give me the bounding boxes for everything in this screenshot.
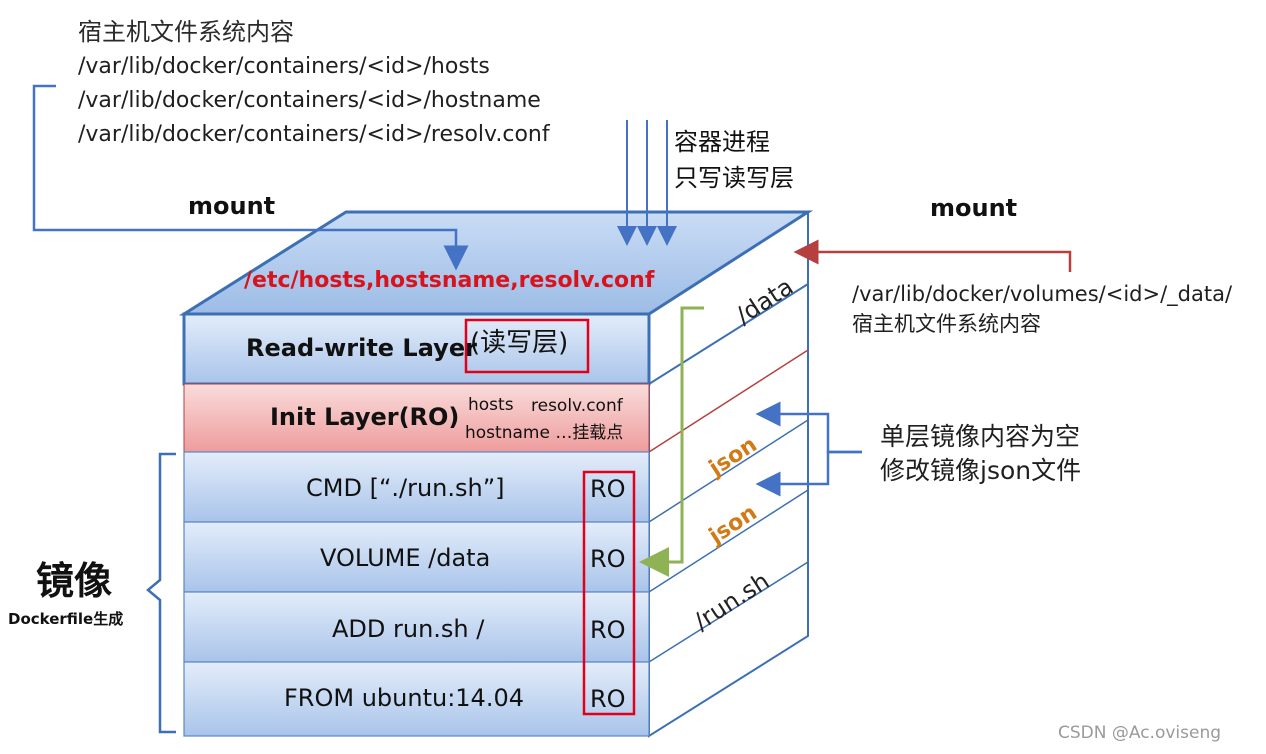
layer-from-label: FROM ubuntu:14.04 xyxy=(284,684,524,712)
layer-cmd-ro: RO xyxy=(590,475,626,503)
ro-column-highlight xyxy=(582,470,636,716)
side-divider-3 xyxy=(648,561,809,663)
layer-volume-label: VOLUME /data xyxy=(320,544,491,572)
host-fs-title: 宿主机文件系统内容 xyxy=(78,18,294,46)
container-process-line1: 容器进程 xyxy=(674,128,770,156)
side-divider-init xyxy=(648,349,809,453)
init-layer-label: Init Layer(RO) xyxy=(270,403,460,431)
image-layer-box-1 xyxy=(183,451,650,523)
init-file-hosts: hosts xyxy=(468,395,514,415)
host-path-hostname: /var/lib/docker/containers/<id>/hostname xyxy=(78,88,541,113)
csdn-watermark: CSDN @Ac.oviseng xyxy=(1058,723,1222,743)
volume-link-arrow xyxy=(639,306,704,577)
volume-note-path: /var/lib/docker/volumes/<id>/_data/ xyxy=(852,282,1233,306)
side-divider-rw xyxy=(648,283,809,385)
layer-from-ro: RO xyxy=(590,685,626,713)
mount-label-left: mount xyxy=(188,192,276,220)
image-layer-box-2 xyxy=(183,521,650,593)
layer-volume-ro: RO xyxy=(590,545,626,573)
container-process-line2: 只写读写层 xyxy=(674,164,794,192)
layer-add-label: ADD run.sh / xyxy=(332,615,485,643)
init-layer-box xyxy=(183,383,650,453)
host-mount-line xyxy=(32,84,469,271)
volume-note-desc: 宿主机文件系统内容 xyxy=(852,312,1041,336)
image-brace-title: 镜像 xyxy=(36,559,113,603)
init-file-resolv: resolv.conf xyxy=(531,396,623,416)
top-face-label: /etc/hosts,hostsname,resolv.conf xyxy=(244,268,655,293)
layer-cmd-label: CMD [“./run.sh”] xyxy=(306,474,505,502)
image-layer-box-3 xyxy=(183,591,650,663)
host-path-hosts: /var/lib/docker/containers/<id>/hosts xyxy=(78,54,490,79)
json-note-line2: 修改镜像json文件 xyxy=(880,456,1082,485)
json-note-arrow-bottom xyxy=(755,450,862,497)
host-path-resolv: /var/lib/docker/containers/<id>/resolv.c… xyxy=(78,122,550,147)
image-brace xyxy=(146,452,176,734)
rw-cn-highlight xyxy=(464,318,590,374)
image-layer-box-4 xyxy=(183,661,650,737)
rw-layer-cn-label: (读写层) xyxy=(470,328,569,358)
side-divider-2 xyxy=(648,489,809,593)
layer-add-ro: RO xyxy=(590,616,626,644)
image-brace-subtitle: Dockerfile生成 xyxy=(8,610,124,628)
side-divider-1 xyxy=(648,419,809,523)
rw-layer-label: Read-write Layer xyxy=(246,334,477,362)
json-note-line1: 单层镜像内容为空 xyxy=(880,422,1081,451)
init-file-hostname: hostname …挂载点 xyxy=(465,423,624,443)
volume-mount-arrow xyxy=(793,239,1072,272)
mount-label-right: mount xyxy=(930,194,1018,222)
